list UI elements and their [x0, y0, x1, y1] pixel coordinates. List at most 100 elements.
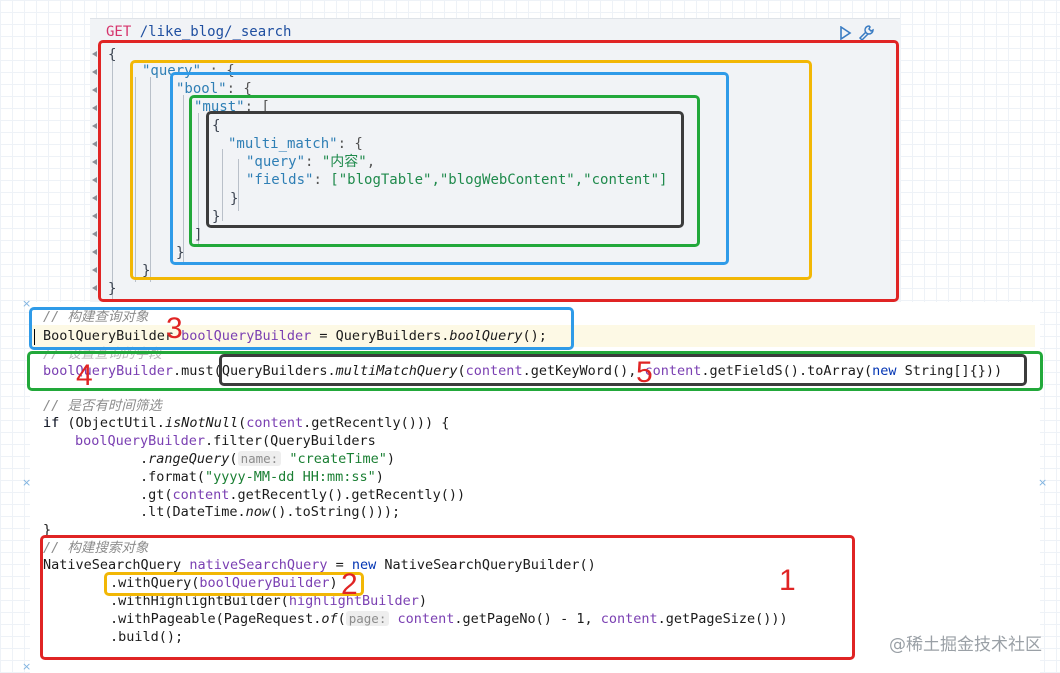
json-line[interactable]: } — [230, 191, 239, 207]
code-token: .withHighlightBuilder( — [110, 593, 289, 609]
annotation-box-blue-boolquery — [29, 307, 574, 350]
code-token: rangeQuery — [148, 451, 230, 467]
code-comment[interactable]: // 是否有时间筛选 — [43, 398, 162, 414]
annotation-box-red-native — [40, 535, 855, 660]
code-token: "yyyy-MM-dd HH:mm:ss" — [205, 469, 376, 485]
code-line[interactable]: .build(); — [110, 629, 184, 645]
code-comment[interactable]: // 设置查询的字段 — [43, 346, 162, 362]
code-token: ( — [238, 415, 247, 431]
code-token: boolQueryBuilder — [43, 363, 174, 379]
annotation-number-4: 4 — [76, 359, 93, 392]
fold-marker[interactable] — [92, 231, 97, 237]
json-line[interactable]: "bool": { — [176, 81, 252, 97]
json-line[interactable]: "query" : { — [142, 63, 235, 79]
code-token: = QueryBuilders. — [311, 328, 450, 344]
code-token: content — [465, 363, 523, 379]
code-token: multiMatchQuery — [335, 363, 458, 379]
annotation-box-green-must-line — [27, 351, 1043, 391]
code-line[interactable]: ifif (ObjectUtil.isNotNull(content.getRe… — [43, 414, 449, 432]
code-line[interactable]: NativeSearchQuery nativeSearchQuery = ne… — [43, 556, 596, 574]
code-token: content — [389, 611, 455, 627]
json-line[interactable]: ] — [194, 227, 203, 243]
json-line[interactable]: } — [212, 209, 221, 225]
indent-guide — [198, 113, 199, 247]
annotation-number-3: 3 — [166, 312, 183, 345]
annotation-number-2: 2 — [341, 568, 358, 601]
fold-marker[interactable] — [92, 87, 97, 93]
code-line[interactable]: } — [43, 522, 52, 538]
code-token: new — [872, 363, 897, 379]
code-line[interactable]: .withPageable(PageRequest.of(page: conte… — [110, 610, 788, 628]
fold-marker[interactable] — [92, 213, 97, 219]
kibana-console-panel: GET /like_blog/_search { "query" : { "bo… — [90, 18, 900, 302]
json-line[interactable]: { — [212, 118, 221, 134]
json-key-bool: "bool" — [176, 81, 227, 97]
json-line[interactable]: "fields": ["blogTable","blogWebContent",… — [246, 172, 668, 188]
code-token: ( — [337, 611, 346, 627]
json-line[interactable]: "query": "内容", — [246, 154, 376, 170]
code-token: nativeSearchQuery — [189, 557, 328, 573]
code-line[interactable]: .withHighlightBuilder(highlightBuilder) — [110, 592, 427, 610]
json-value-fields: ["blogTable","blogWebContent","content"] — [330, 172, 668, 188]
fold-marker[interactable] — [92, 123, 97, 129]
json-line[interactable]: } — [176, 245, 185, 261]
code-token: .getRecently().getRecently()) — [229, 487, 466, 503]
json-line[interactable]: { — [108, 47, 117, 63]
code-comment[interactable]: // 构建查询对象 — [43, 309, 149, 325]
code-line[interactable]: .gt(content.getRecently().getRecently()) — [140, 486, 465, 504]
code-token: BoolQueryBuilder — [43, 328, 182, 344]
fold-marker[interactable] — [92, 249, 97, 255]
fold-marker[interactable] — [92, 267, 97, 273]
code-token: boolQueryBuilder — [199, 575, 330, 591]
code-token: . — [140, 451, 149, 467]
code-token: String[]{})) — [896, 363, 1003, 379]
code-token: ( — [457, 363, 466, 379]
code-line[interactable]: .lt(DateTime.now().toString())); — [140, 503, 400, 521]
fold-marker[interactable] — [92, 51, 97, 57]
request-line[interactable]: GET /like_blog/_search — [106, 24, 291, 40]
code-token: of — [321, 611, 338, 627]
fold-marker[interactable] — [92, 159, 97, 165]
json-key-mm-query: "query" — [246, 154, 306, 170]
fold-marker[interactable] — [92, 69, 97, 75]
json-key-query: "query" — [142, 63, 202, 79]
code-token: ().toString())); — [270, 504, 401, 520]
json-line[interactable]: } — [142, 263, 151, 279]
play-icon[interactable] — [838, 26, 852, 40]
code-token: .getPageSize())) — [657, 611, 788, 627]
code-token: if (ObjectUtil. — [43, 415, 165, 431]
json-value-query: "内容" — [321, 154, 367, 170]
annotation-box-green-must — [189, 95, 700, 247]
code-token: "createTime" — [281, 451, 387, 467]
code-line[interactable]: .withQuery(boolQueryBuilder) — [110, 574, 338, 592]
json-line[interactable]: } — [108, 281, 117, 297]
code-token: isNotNull — [164, 415, 239, 431]
code-token: boolQueryBuilder — [181, 328, 312, 344]
fold-marker[interactable] — [92, 141, 97, 147]
json-line[interactable]: "multi_match": { — [228, 136, 363, 152]
code-comment[interactable]: // 构建搜索对象 — [43, 540, 149, 556]
fold-marker[interactable] — [92, 105, 97, 111]
code-token: ( — [229, 451, 238, 467]
code-line[interactable]: boolQueryBuilder.filter(QueryBuilders — [75, 432, 376, 450]
indent-guide — [222, 149, 223, 221]
code-token: .format( — [140, 469, 206, 485]
fold-gutter[interactable] — [90, 45, 102, 301]
code-token: (); — [522, 328, 547, 344]
wrench-icon[interactable] — [858, 24, 876, 42]
fold-marker[interactable] — [92, 195, 97, 201]
code-line[interactable]: boolQueryBuilder.must(QueryBuilders.mult… — [43, 362, 1002, 380]
code-token: content — [644, 363, 702, 379]
code-line[interactable]: BoolQueryBuilder boolQueryBuilder = Quer… — [43, 327, 547, 345]
code-line[interactable]: .rangeQuery(name: "createTime") — [140, 450, 395, 468]
code-token: boolQueryBuilder — [75, 433, 206, 449]
code-token: content — [600, 611, 658, 627]
fold-marker[interactable] — [92, 177, 97, 183]
code-line[interactable]: .format("yyyy-MM-dd HH:mm:ss") — [140, 468, 384, 486]
fold-marker[interactable] — [92, 285, 97, 291]
indent-guide — [238, 159, 239, 211]
code-token: content — [172, 487, 230, 503]
code-token: NativeSearchQueryBuilder() — [376, 557, 596, 573]
annotation-number-5: 5 — [636, 356, 653, 389]
annotation-box-orange-query — [130, 60, 812, 280]
